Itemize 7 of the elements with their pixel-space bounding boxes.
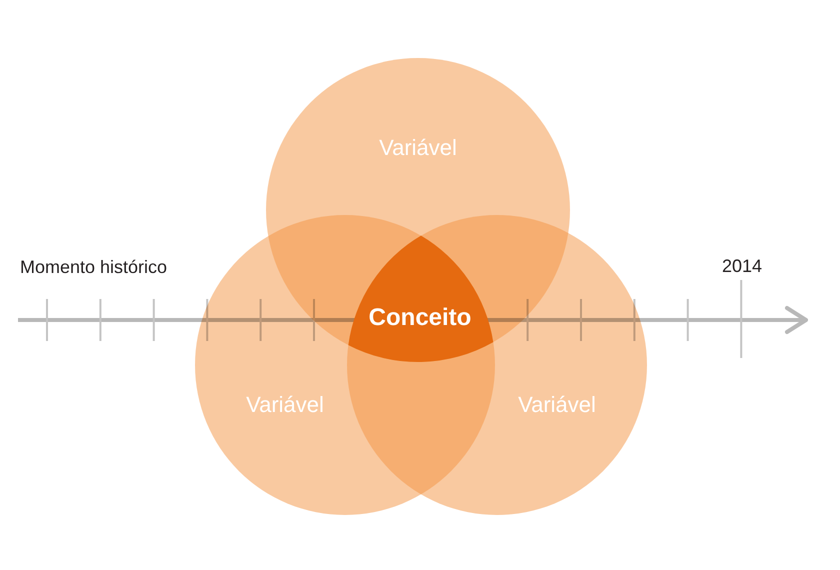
axis-title: Momento histórico xyxy=(20,256,168,278)
circle-label: Variável xyxy=(246,392,324,418)
region-label: Conceito xyxy=(368,304,472,332)
circle-label: Variável xyxy=(518,392,596,418)
axis-end-label: 2014 xyxy=(722,255,762,277)
circle-label: Variável xyxy=(379,135,457,161)
intersection-region xyxy=(348,235,494,362)
